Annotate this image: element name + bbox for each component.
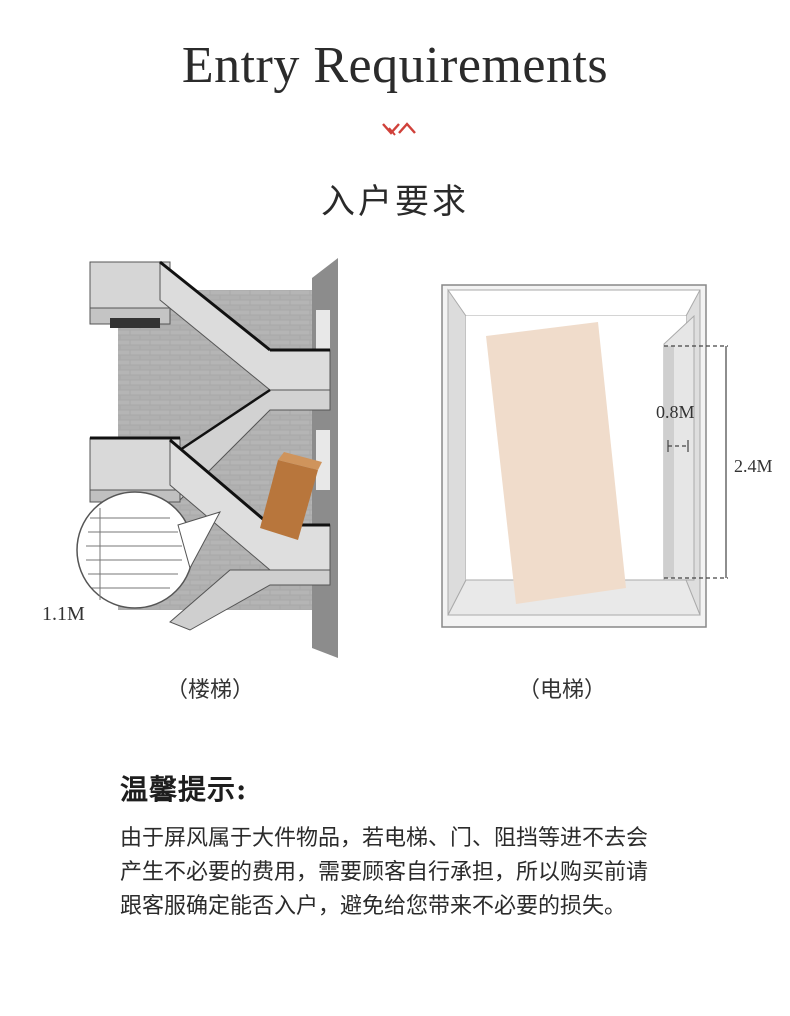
stair-width-label: 1.1M — [42, 603, 85, 625]
double-chevron-icon — [382, 122, 416, 136]
tips-line: 跟客服确定能否入户，避免给您带来不必要的损失。 — [120, 894, 627, 919]
tips-title: 温馨提示: — [120, 773, 248, 806]
elevator-caption: （电梯） — [517, 678, 606, 703]
stair-caption: （楼梯） — [165, 678, 254, 703]
tips-line: 产生不必要的费用，需要顾客自行承担，所以购买前请 — [120, 860, 649, 885]
staircase-illustration — [30, 250, 350, 670]
elevator-height-label: 2.4M — [734, 456, 773, 476]
tips-body: 由于屏风属于大件物品，若电梯、门、阻挡等进不去会 产生不必要的费用，需要顾客自行… — [120, 822, 710, 924]
elevator-illustration — [436, 280, 790, 640]
section-title: 入户要求 — [321, 182, 469, 222]
tips-line: 由于屏风属于大件物品，若电梯、门、阻挡等进不去会 — [120, 826, 649, 851]
door-width-label: 0.8M — [656, 402, 695, 422]
page-title: Entry Requirements — [181, 37, 609, 94]
